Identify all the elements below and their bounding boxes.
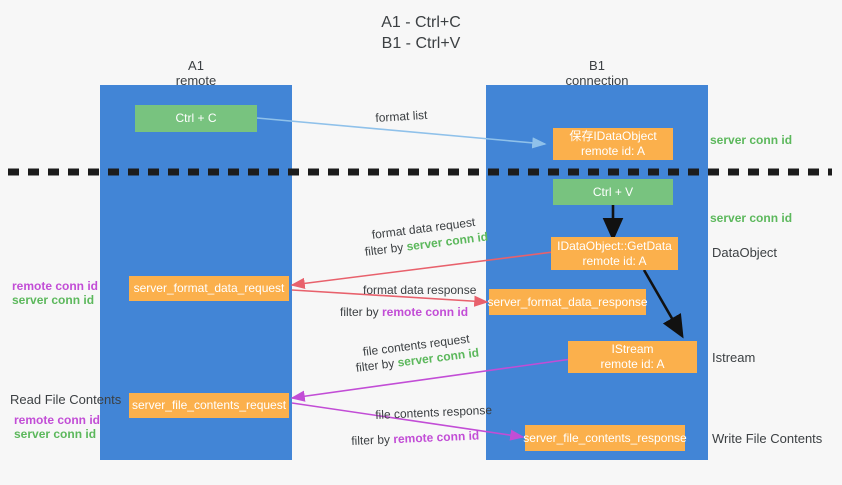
box-istream-line2: remote id: A [600,357,665,371]
box-server-format-data-request-label: server_format_data_request [133,281,285,295]
filter-prefix: filter by [340,305,383,319]
box-server-format-data-response-label: server_format_data_response [487,294,648,309]
filter-prefix: filter by [351,432,394,448]
diagram-title-line1: A1 - Ctrl+C [381,14,461,31]
box-ctrl-c-label: Ctrl + C [175,111,217,125]
box-idataobject-getdata[interactable]: IDataObject::GetData remote id: A [551,237,678,270]
arrow-label-format-data-response-filter: filter by remote conn id [340,305,468,320]
box-ctrl-v[interactable]: Ctrl + V [553,179,673,205]
lane-header-a1: A1 remote [126,58,266,88]
arrow-format-data-response [291,289,489,307]
box-server-file-contents-request[interactable]: server_file_contents_request [129,393,289,418]
lane-header-a1-name: A1 [188,58,204,73]
label-istream: Istream [712,350,756,365]
diagram-title-line2: B1 - Ctrl+V [381,35,461,52]
box-ctrl-v-label: Ctrl + V [592,184,634,199]
lane-header-b1: B1 connection [527,58,667,88]
label-server-conn-id-2: server conn id [14,427,97,441]
box-server-format-data-request[interactable]: server_format_data_request [129,276,289,301]
lane-header-a1-sub: remote [175,73,217,88]
filter-value-remote-conn-id: remote conn id [382,305,469,319]
box-server-file-contents-request-label: server_file_contents_request [131,398,287,412]
arrow-file-contents-response [291,402,525,441]
box-save-idataobject-line1: 保存IDataObject [569,129,657,143]
label-read-file-contents: Read File Contents [10,392,122,407]
box-istream[interactable]: IStream remote id: A [568,341,697,373]
box-getdata-line1: IDataObject::GetData [557,238,672,253]
box-getdata-line2: remote id: A [582,253,647,268]
arrow-getdata-to-istream [642,269,684,339]
box-save-idataobject-line2: remote id: A [580,144,646,158]
box-server-file-contents-response[interactable]: server_file_contents_response [523,425,687,451]
lane-header-b1-name: B1 [589,58,605,73]
box-server-format-data-response[interactable]: server_format_data_response [487,289,648,315]
label-dataobject: DataObject [712,245,778,260]
label-server-conn-id-mid: server conn id [710,211,793,225]
arrow-label-format-data-response: format data response [363,283,477,297]
filter-value-remote-conn-id: remote conn id [392,428,480,447]
box-save-idataobject[interactable]: 保存IDataObject remote id: A [553,128,673,160]
box-istream-line1: IStream [611,342,654,356]
label-remote-conn-id-2: remote conn id [14,413,101,427]
arrow-format-list [256,117,547,149]
box-server-file-contents-response-label: server_file_contents_response [523,430,687,445]
lane-header-b1-sub: connection [565,73,629,88]
label-write-file-contents: Write File Contents [712,431,823,446]
label-server-conn-id-1: server conn id [12,293,95,307]
label-remote-conn-id-1: remote conn id [12,279,99,293]
label-server-conn-id-top: server conn id [710,133,793,147]
box-ctrl-c[interactable]: Ctrl + C [135,105,257,132]
arrow-label-format-list: format list [375,107,428,125]
